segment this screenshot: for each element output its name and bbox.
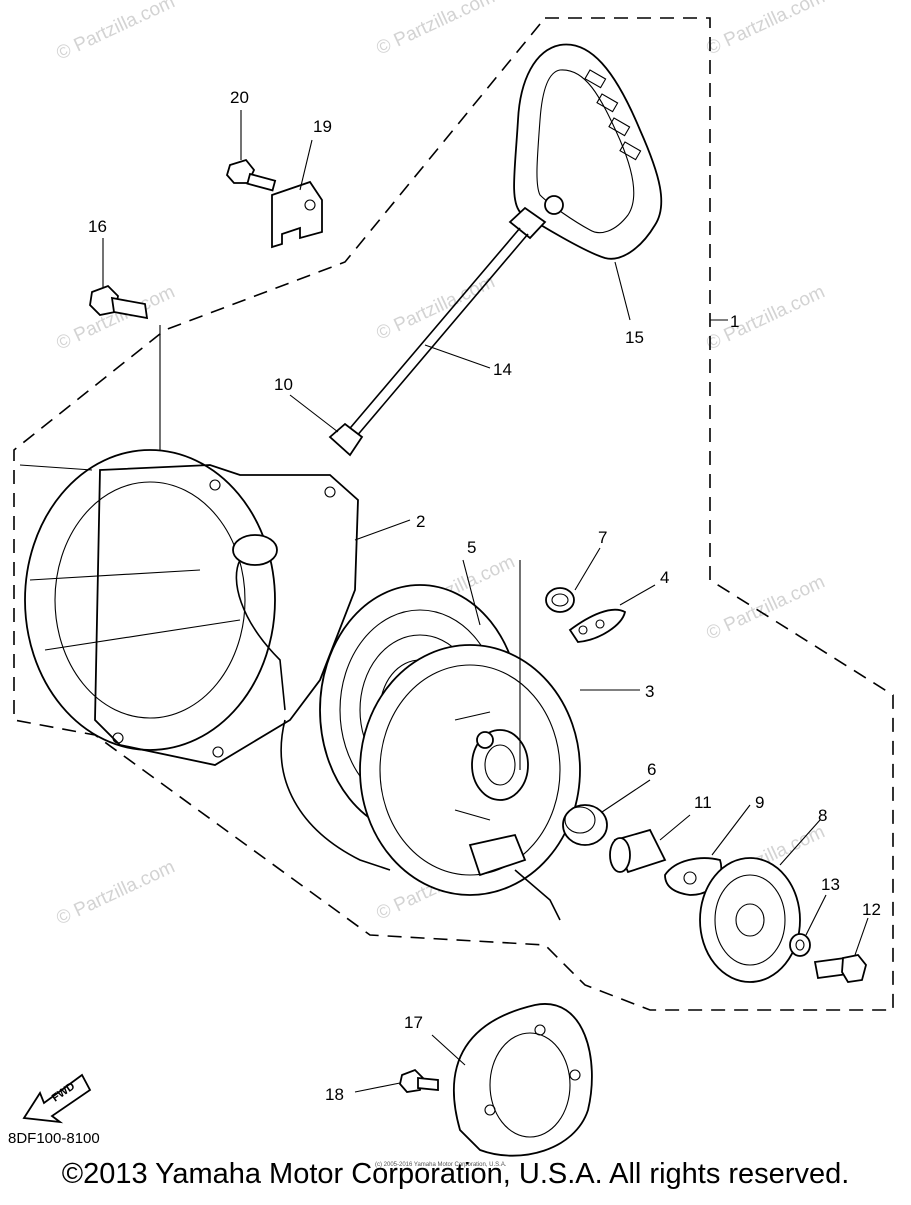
rope-14 xyxy=(339,227,529,445)
callout-15: 15 xyxy=(625,328,644,347)
bolt-16 xyxy=(89,238,161,455)
callout-12: 12 xyxy=(862,900,881,919)
fwd-arrow-icon: FWD xyxy=(22,1073,92,1124)
housing-2 xyxy=(19,449,411,766)
callout-1: 1 xyxy=(730,312,739,331)
bolt-20 xyxy=(225,110,277,192)
callout-11: 11 xyxy=(694,793,712,812)
callout-labels: 1 2 3 4 5 6 7 8 9 10 11 12 13 14 15 16 1… xyxy=(88,88,881,1104)
callout-5: 5 xyxy=(467,538,476,557)
watermark: © Partzilla.com xyxy=(373,0,498,60)
cover-17 xyxy=(431,1003,593,1157)
callout-14: 14 xyxy=(493,360,512,379)
watermark: © Partzilla.com xyxy=(703,281,828,354)
spring-7 xyxy=(545,547,601,613)
callout-17: 17 xyxy=(404,1013,423,1032)
handle-15 xyxy=(508,43,663,321)
pawl-4 xyxy=(568,584,656,643)
watermark: © Partzilla.com xyxy=(703,0,828,60)
watermark: © Partzilla.com xyxy=(53,856,178,929)
callout-9: 9 xyxy=(755,793,764,812)
diagram-code: 8DF100-8100 xyxy=(8,1130,100,1147)
callout-2: 2 xyxy=(416,512,425,531)
callout-16: 16 xyxy=(88,217,107,236)
watermark: © Partzilla.com xyxy=(373,271,498,344)
callout-3: 3 xyxy=(645,682,654,701)
callout-6: 6 xyxy=(647,760,656,779)
callout-13: 13 xyxy=(821,875,840,894)
callout-4: 4 xyxy=(660,568,669,587)
callout-10: 10 xyxy=(274,375,293,394)
bolt-12 xyxy=(813,917,869,983)
assembly-boundary xyxy=(13,17,894,1011)
callout-20: 20 xyxy=(230,88,249,107)
grip-10 xyxy=(289,394,364,457)
watermark: © Partzilla.com xyxy=(53,0,178,65)
callout-18: 18 xyxy=(325,1085,344,1104)
callout-8: 8 xyxy=(818,806,827,825)
callout-7: 7 xyxy=(598,528,607,547)
callout-19: 19 xyxy=(313,117,332,136)
bolt-18 xyxy=(354,1068,439,1093)
watermark: © Partzilla.com xyxy=(703,571,828,644)
reel-3 xyxy=(280,559,640,921)
spring-6 xyxy=(562,779,651,846)
washer-13 xyxy=(789,894,827,957)
bushing-11 xyxy=(609,814,691,874)
watermark: © Partzilla.com xyxy=(53,281,178,354)
bracket-19 xyxy=(271,139,323,249)
copyright-footer: ©2013 Yamaha Motor Corporation, U.S.A. A… xyxy=(61,1158,850,1190)
plate-8 xyxy=(699,819,821,983)
small-copyright: (c) 2005-2016 Yamaha Motor Corporation, … xyxy=(375,1162,507,1168)
